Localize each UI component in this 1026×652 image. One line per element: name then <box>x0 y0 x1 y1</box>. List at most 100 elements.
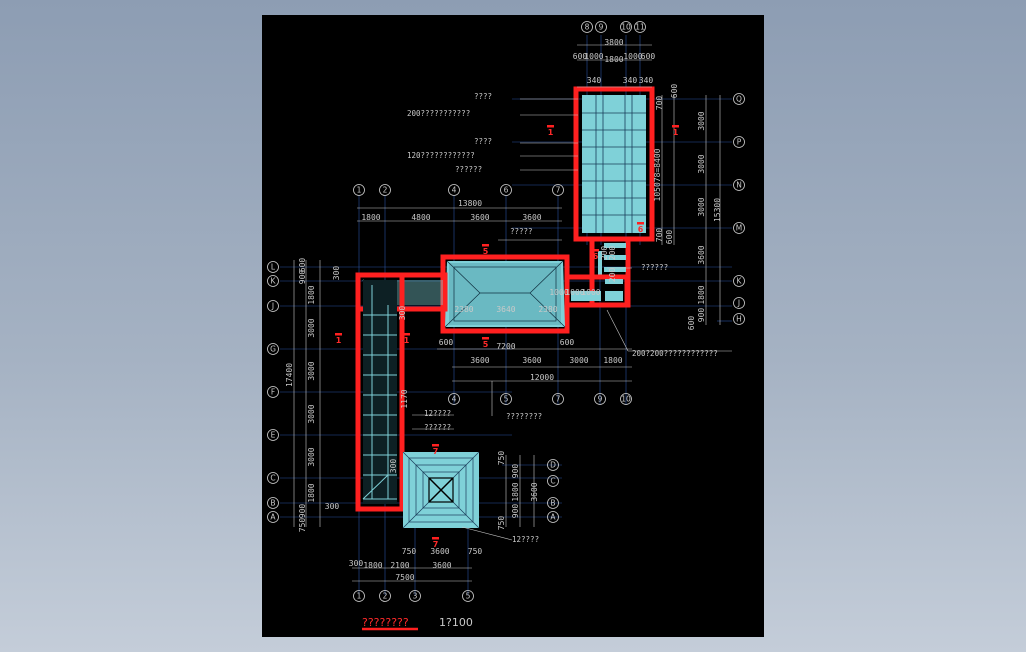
section-mark-label: 5 <box>483 340 489 349</box>
axis-midtop-7-label: 7 <box>556 186 561 195</box>
dim-midbot-6: 3000 <box>569 356 588 365</box>
left-corridor-block <box>355 272 405 512</box>
dim-bot-5: 1800 <box>363 561 382 570</box>
dim-left-6: 3000 <box>307 404 316 423</box>
axis-right-K-label: K <box>737 277 743 286</box>
axis-top-9-label: 9 <box>599 23 604 32</box>
dim-midbot-1: 600 <box>439 338 454 347</box>
dim-inner-13: 300 <box>325 502 340 511</box>
axis-right-J-label: J <box>737 299 740 308</box>
axis-right2-D-bubble <box>547 459 559 471</box>
dim-top-3: 1800 <box>604 55 623 64</box>
dim-inner-3: 2380 <box>538 305 557 314</box>
axis-left-L-label: L <box>271 263 276 272</box>
section-mark-label: 6 <box>593 252 599 261</box>
axis-midtop-2-bubble <box>379 184 391 196</box>
dim-left-8: 1800 <box>307 483 316 502</box>
axis-right2-B-bubble <box>547 497 559 509</box>
dim-left-4: 3000 <box>307 318 316 337</box>
axis-bottom-2-label: 2 <box>383 592 388 601</box>
axis-right2-C-label: C <box>550 477 555 486</box>
axis-left-J-label: J <box>271 302 274 311</box>
dim-midbot-4: 3600 <box>470 356 489 365</box>
section-mark-label: 1 <box>548 128 554 137</box>
dim-inner-1: 2380 <box>454 305 473 314</box>
axis-left-E-label: E <box>271 431 276 440</box>
dim-inner-11: 300 <box>398 306 407 321</box>
dim-bot-4: 300 <box>349 559 364 568</box>
dim-top-8: 340 <box>639 76 654 85</box>
note-6: ????? <box>510 227 533 236</box>
axis-left-B-bubble <box>267 497 279 509</box>
note-11: ???????? <box>506 412 542 421</box>
axis-midbottom-4-label: 4 <box>452 395 457 404</box>
section-mark-label: 1 <box>673 128 679 137</box>
bottom-pavilion <box>402 451 480 529</box>
axis-bottom-1-label: 1 <box>357 592 362 601</box>
axis-top-11-label: 11 <box>635 23 645 32</box>
dim-left-overall: 17400 <box>285 363 294 387</box>
dim-midbot-3: 600 <box>560 338 575 347</box>
section-mark-bar <box>592 249 599 252</box>
dim-inner-4: 1000 <box>549 288 568 297</box>
dim-inner-2: 3640 <box>496 305 515 314</box>
dim-inner-8: 200 <box>600 246 609 261</box>
dim-left-11: 300 <box>332 266 341 281</box>
axis-right-N-label: N <box>736 181 742 190</box>
note-8: 200?200???????????? <box>632 349 718 358</box>
dim-left-9: 900 <box>298 504 307 519</box>
dim-inner-12: 300 <box>389 459 398 474</box>
axis-right-J-bubble <box>733 297 745 309</box>
axis-top-8-bubble <box>581 21 593 33</box>
axis-left-F-bubble <box>267 386 279 398</box>
dim-midtop-4: 3600 <box>522 213 541 222</box>
section-mark-label: 7 <box>433 447 439 456</box>
note-10: ?????? <box>424 423 451 432</box>
axis-midbottom-5-label: 5 <box>504 395 509 404</box>
axis-right-M-label: M <box>736 224 742 233</box>
axis-midbottom-7-label: 7 <box>556 395 561 404</box>
axis-left-G-label: G <box>270 345 276 354</box>
dim-right-8: 3600 <box>697 245 706 264</box>
axis-midbottom-7-bubble <box>552 393 564 405</box>
section-mark-label: 6 <box>638 225 644 234</box>
axis-bottom-1-bubble <box>353 590 365 602</box>
axis-right-P-label: P <box>737 138 742 147</box>
axis-right-P-bubble <box>733 136 745 148</box>
dim-right-10: 900 <box>697 308 706 323</box>
axis-bottom-3-label: 3 <box>413 592 418 601</box>
dim-top-2: 1000 <box>584 52 603 61</box>
dim-right-7: 600 <box>665 230 674 245</box>
dim-midbot-7: 1800 <box>603 356 622 365</box>
section-mark-label: 1 <box>404 336 410 345</box>
section-mark-bar <box>403 333 410 336</box>
axis-right-M-bubble <box>733 222 745 234</box>
dim-midtop-3: 3600 <box>470 213 489 222</box>
axis-midtop-6-label: 6 <box>504 186 509 195</box>
axis-left-B-label: B <box>270 499 275 508</box>
axis-bottom-5-label: 5 <box>466 592 471 601</box>
dim-right-11: 600 <box>687 316 696 331</box>
axis-right2-C-bubble <box>547 475 559 487</box>
drawing-scale: 1?100 <box>439 616 473 629</box>
axis-midbottom-10-bubble <box>620 393 632 405</box>
dim-inner-9: 200 <box>608 268 617 283</box>
dim-midtop-overall: 13800 <box>458 199 482 208</box>
dim-top-7: 340 <box>623 76 638 85</box>
axis-right2-A-bubble <box>547 511 559 523</box>
central-hall <box>355 254 630 334</box>
dim-bot-2: 3600 <box>430 547 449 556</box>
axis-top-10-bubble <box>620 21 632 33</box>
dim-rl-4: 900 <box>511 504 520 519</box>
axis-right-Q-bubble <box>733 93 745 105</box>
axis-right-N-bubble <box>733 179 745 191</box>
note-12: 12???? <box>512 535 539 544</box>
dim-midbot-2: 7200 <box>496 342 515 351</box>
axis-left-G-bubble <box>267 343 279 355</box>
axis-left-L-bubble <box>267 261 279 273</box>
dim-top-6: 340 <box>587 76 602 85</box>
dim-midtop-1: 1800 <box>361 213 380 222</box>
axis-right-H-bubble <box>733 313 745 325</box>
